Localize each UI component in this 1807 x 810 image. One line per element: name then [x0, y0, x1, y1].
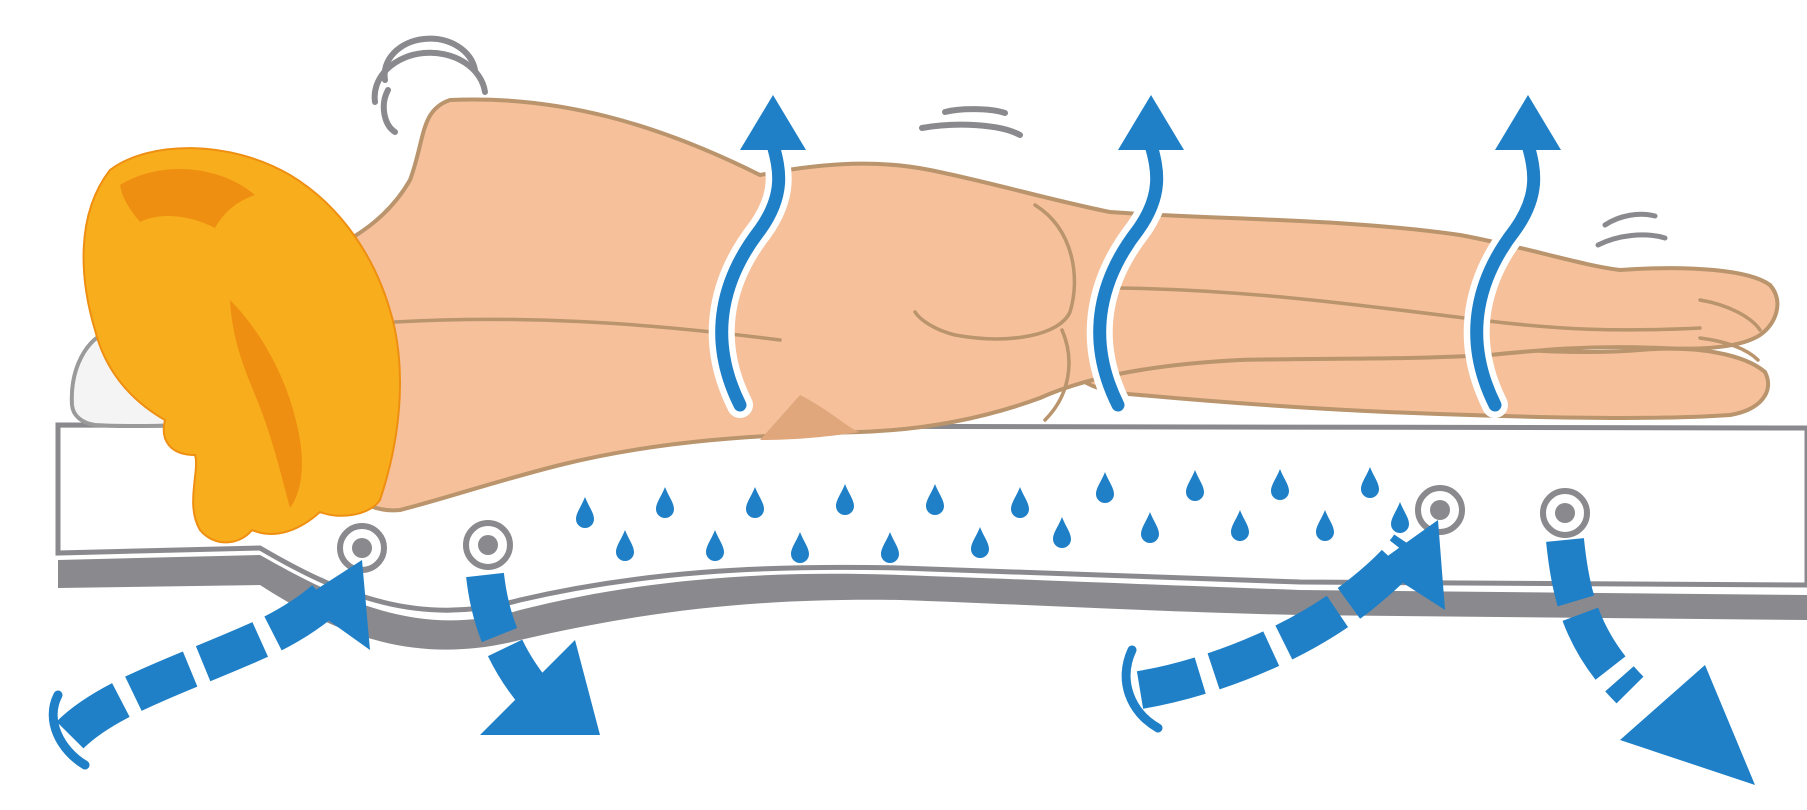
- air-vent-icon: [466, 523, 510, 567]
- motion-lines-icon: [375, 39, 485, 102]
- motion-lines-icon: [384, 90, 395, 132]
- motion-lines-icon: [1598, 235, 1665, 245]
- air-vent-icon: [1418, 488, 1462, 532]
- motion-lines-icon: [922, 125, 1020, 135]
- motion-lines-icon: [945, 109, 1005, 113]
- air-vent-icon: [1543, 491, 1587, 535]
- motion-lines-icon: [1605, 214, 1655, 225]
